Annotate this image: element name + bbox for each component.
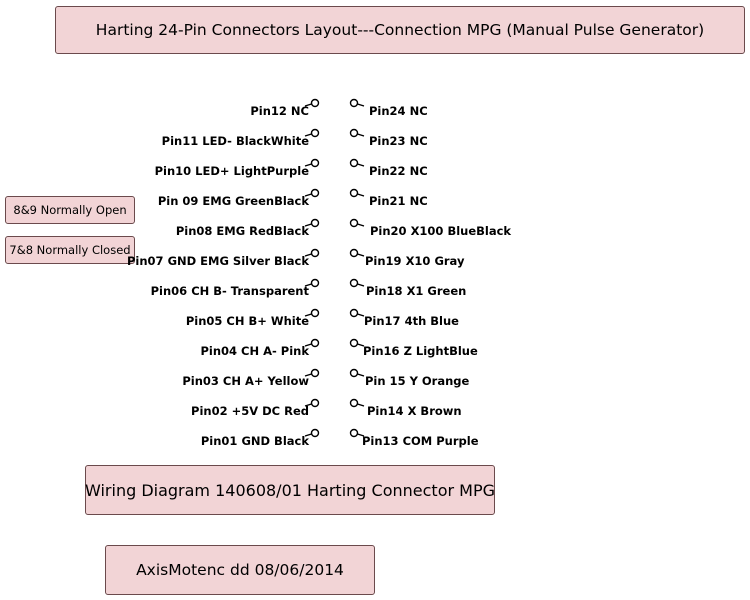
- left-pin-terminal-11: [304, 428, 320, 438]
- left-pin-terminal-5: [304, 248, 320, 258]
- pin-label-right: Pin14 X Brown: [367, 404, 462, 418]
- left-pin-terminal-8: [304, 338, 320, 348]
- left-pin-terminal-7: [304, 308, 320, 318]
- pin-label-right: Pin18 X1 Green: [366, 284, 467, 298]
- pin-label-left: Pin01 GND Black: [200, 434, 309, 448]
- pin-label-right: Pin16 Z LightBlue: [363, 344, 478, 358]
- right-pin-terminal-1: [349, 128, 365, 138]
- pin-label-right: Pin22 NC: [369, 164, 428, 178]
- pin-label-left: Pin02 +5V DC Red: [191, 404, 309, 418]
- pin-label-right: Pin23 NC: [369, 134, 428, 148]
- pin-label-left: Pin05 CH B+ White: [185, 314, 309, 328]
- pin-label-right: Pin21 NC: [369, 194, 428, 208]
- right-pin-terminal-6: [349, 278, 365, 288]
- note-normally-closed: 7&8 Normally Closed: [5, 236, 135, 264]
- right-pin-terminal-5: [349, 248, 365, 258]
- pin-label-left: Pin12 NC: [250, 104, 309, 118]
- pin-label-left: Pin08 EMG RedBlack: [175, 224, 309, 238]
- pin-label-right: Pin13 COM Purple: [362, 434, 479, 448]
- right-pin-terminal-11: [349, 428, 365, 438]
- right-pin-terminal-9: [349, 368, 365, 378]
- pin-label-left: Pin11 LED- BlackWhite: [161, 134, 309, 148]
- pin-label-right: Pin24 NC: [369, 104, 428, 118]
- pin-label-left: Pin10 LED+ LightPurple: [154, 164, 309, 178]
- right-pin-terminal-3: [349, 188, 365, 198]
- wiring-diagram-label: Wiring Diagram 140608/01 Harting Connect…: [85, 465, 495, 515]
- pin-label-right: Pin 15 Y Orange: [365, 374, 470, 388]
- pin-label-left: Pin07 GND EMG Silver Black: [127, 254, 309, 268]
- left-pin-terminal-1: [304, 128, 320, 138]
- author-date-label: AxisMotenc dd 08/06/2014: [105, 545, 375, 595]
- right-pin-terminal-8: [349, 338, 365, 348]
- right-pin-terminal-10: [349, 398, 365, 408]
- left-pin-terminal-4: [304, 218, 320, 228]
- left-pin-terminal-10: [304, 398, 320, 408]
- note-normally-open: 8&9 Normally Open: [5, 196, 135, 224]
- left-pin-terminal-6: [304, 278, 320, 288]
- pin-label-left: Pin 09 EMG GreenBlack: [157, 194, 309, 208]
- pin-label-right: Pin17 4th Blue: [364, 314, 459, 328]
- left-pin-terminal-3: [304, 188, 320, 198]
- pin-label-right: Pin20 X100 BlueBlack: [370, 224, 512, 238]
- diagram-title: Harting 24-Pin Connectors Layout---Conne…: [55, 6, 745, 54]
- pin-label-right: Pin19 X10 Gray: [365, 254, 465, 268]
- right-pin-terminal-4: [349, 218, 365, 228]
- left-pin-terminal-2: [304, 158, 320, 168]
- right-pin-terminal-7: [349, 308, 365, 318]
- right-pin-terminal-0: [349, 98, 365, 108]
- pin-label-left: Pin06 CH B- Transparent: [150, 284, 309, 298]
- left-pin-terminal-9: [304, 368, 320, 378]
- right-pin-terminal-2: [349, 158, 365, 168]
- pin-label-left: Pin04 CH A- Pink: [200, 344, 309, 358]
- left-pin-terminal-0: [304, 98, 320, 108]
- pin-label-left: Pin03 CH A+ Yellow: [182, 374, 309, 388]
